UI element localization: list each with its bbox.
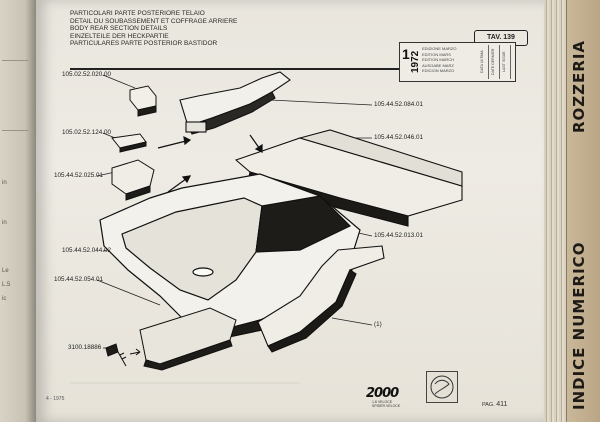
part-label: 105.44.52.054.01 (54, 276, 104, 283)
brand-emblem (426, 371, 458, 403)
part-label: (1) (374, 321, 382, 328)
part-label: 105.02.52.020.00 (62, 71, 112, 78)
bracket-upper (129, 85, 157, 117)
model-logo: 2000 (366, 386, 399, 401)
part-label: 105.44.52.044.02 (62, 247, 112, 254)
part-label: 105.44.52.084.01 (374, 101, 424, 108)
left-page-rule (2, 130, 28, 131)
part-label: 105.02.52.124.00 (62, 129, 112, 136)
screw (105, 343, 141, 367)
bracket-mount (111, 159, 155, 201)
header-line-en: BODY REAR SECTION DETAILS (70, 25, 168, 33)
page-number: PAG. 411 (482, 401, 508, 408)
left-page-text: in (2, 180, 7, 186)
model-logo-subtitle: 1.8 VELOCE SPIDER VELOCE (372, 400, 401, 408)
left-page-text: L.5 (2, 282, 11, 288)
left-page-text: Le (2, 268, 9, 274)
side-member (257, 245, 385, 353)
part-label: 105.44.52.013.01 (374, 232, 424, 239)
reinforcement-part (179, 71, 291, 135)
left-page-text: in (2, 220, 7, 226)
cover-panel (139, 307, 237, 371)
part-label: 3100.18886 (68, 344, 102, 351)
revision-number: 1 (402, 46, 410, 62)
revision-box: 1 1972 EDIZIONE MARZO EDITION MARS EDITI… (399, 42, 516, 82)
part-label: 105.44.52.025.01 (54, 172, 104, 179)
left-page-text: ic (2, 296, 7, 302)
header-line-es: PARTICULARES PARTE POSTERIOR BASTIDOR (70, 40, 218, 48)
header-line-it: PARTICOLARI PARTE POSTERIORE TELAIO (70, 10, 205, 17)
left-page-rule (2, 60, 28, 61)
index-tab[interactable] (566, 0, 600, 422)
page-header: PARTICOLARI PARTE POSTERIORE TELAIO DETA… (70, 10, 237, 48)
header-line-fr: DETAIL DU SOUBASSEMENT ET COFFRAGE ARRIE… (70, 17, 238, 25)
left-page-edge: in in Le L.5 ic (0, 0, 36, 422)
bracket-small (111, 133, 147, 153)
print-code: 4 - 1975 (46, 396, 65, 402)
part-label: 105.44.52.046.01 (374, 134, 424, 141)
header-line-de: EINZELTEILE DER HECKPARTIE (70, 32, 169, 40)
header-rule (70, 68, 400, 70)
revision-editions: EDIZIONE MARZO EDITION MARS EDITION MARC… (422, 46, 457, 73)
arrows (157, 134, 263, 193)
